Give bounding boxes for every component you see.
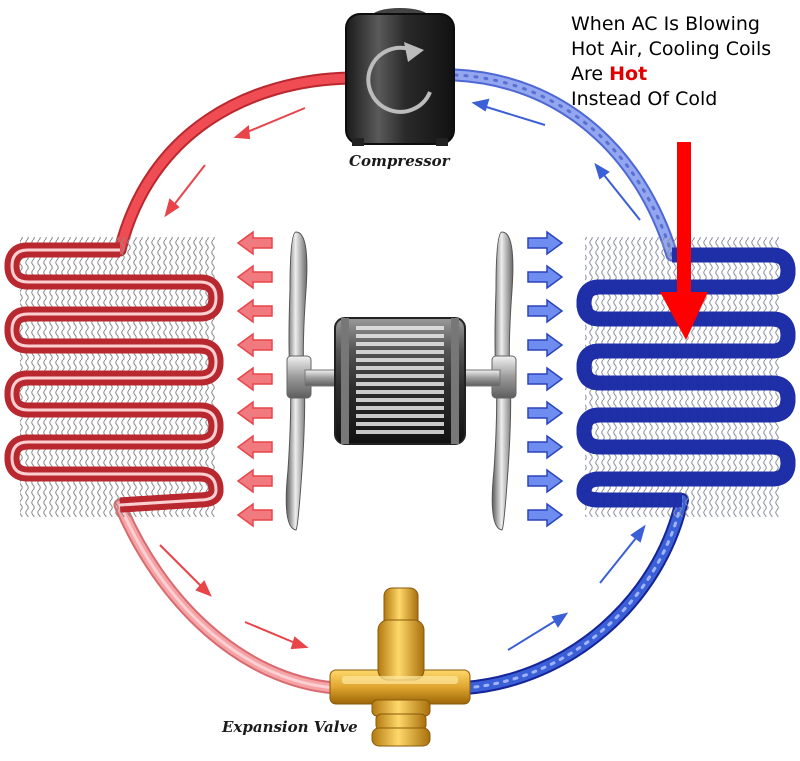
cold-air-arrow-icon	[527, 230, 564, 256]
cold-air-arrow-icon	[527, 298, 564, 324]
cold-air-arrow-icon	[527, 434, 564, 460]
cold-air-arrows	[527, 230, 564, 528]
expansion-valve-icon	[329, 587, 471, 747]
motor-slot	[356, 350, 444, 354]
hot-air-arrow-icon	[236, 502, 273, 528]
hot-air-arrow-icon	[236, 468, 273, 494]
motor-slot	[356, 334, 444, 338]
motor-slot	[356, 366, 444, 370]
condenser-coil-icon	[4, 237, 224, 517]
hot-air-arrow-icon	[236, 366, 273, 392]
hot-air-arrow-icon	[236, 332, 273, 358]
flow-arrows-cold	[471, 98, 646, 651]
hot-air-arrow-icon	[236, 230, 273, 256]
cold-air-arrow-icon	[527, 332, 564, 358]
hot-air-arrow-icon	[236, 400, 273, 426]
annotation-are: Are	[571, 63, 604, 85]
motor-slot	[356, 390, 444, 394]
motor-slot	[356, 342, 444, 346]
hot-air-arrow-icon	[236, 434, 273, 460]
hot-air-arrow-icon	[236, 298, 273, 324]
annotation-line-3: Are Hot	[571, 62, 771, 87]
motor-slot	[356, 406, 444, 410]
compressor-label: Compressor	[349, 152, 450, 170]
annotation-line-2: Hot Air, Cooling Coils	[571, 38, 772, 60]
motor-slot	[356, 398, 444, 402]
flow-arrows-hot	[159, 107, 309, 650]
cold-air-arrow-icon	[527, 468, 564, 494]
motor-slot	[356, 374, 444, 378]
cold-air-arrow-icon	[527, 264, 564, 290]
annotation-text: When AC Is Blowing Hot Air, Cooling Coil…	[571, 12, 771, 112]
motor-slot	[356, 422, 444, 426]
motor-slot	[356, 382, 444, 386]
hot-air-arrow-icon	[236, 264, 273, 290]
hot-refrigerant-line	[113, 71, 357, 695]
hot-air-arrows	[236, 230, 273, 528]
annotation-line-4: Instead Of Cold	[571, 88, 718, 110]
compressor-icon	[345, 8, 455, 146]
annotation-hot-highlight: Hot	[609, 63, 648, 85]
cold-air-arrow-icon	[527, 366, 564, 392]
motor-slot	[356, 326, 444, 330]
cold-refrigerant-line	[448, 68, 689, 695]
motor-slot	[356, 430, 444, 434]
fan-motor-icon	[285, 231, 517, 531]
expansion-valve-label: Expansion Valve	[222, 718, 358, 736]
cold-air-arrow-icon	[527, 400, 564, 426]
red-pointer-arrow-icon	[660, 142, 708, 340]
motor-slot	[356, 358, 444, 362]
annotation-line-1: When AC Is Blowing	[571, 13, 760, 35]
cold-air-arrow-icon	[527, 502, 564, 528]
motor-slot	[356, 414, 444, 418]
